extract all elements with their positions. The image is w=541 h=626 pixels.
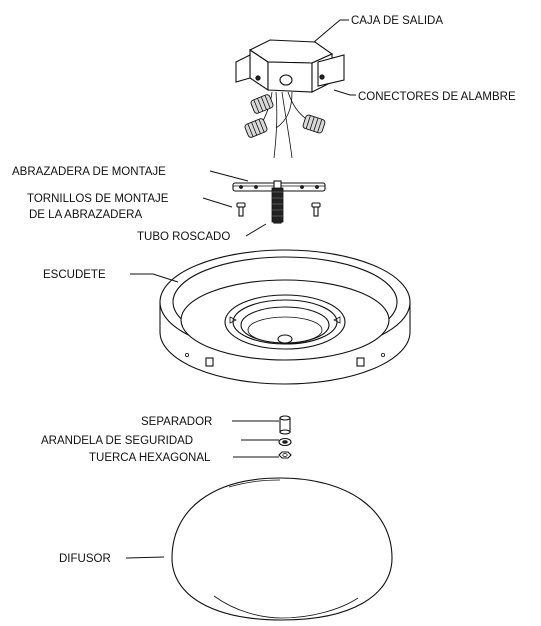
lock-washer xyxy=(278,437,292,447)
label-tornillos-line2: DE LA ABRAZADERA xyxy=(29,209,142,221)
label-abrazadera-de-montaje: ABRAZADERA DE MONTAJE xyxy=(12,166,166,178)
diffuser xyxy=(171,477,393,621)
label-arandela-de-seguridad: ARANDELA DE SEGURIDAD xyxy=(41,435,193,447)
label-escudete: ESCUDETE xyxy=(43,269,106,281)
label-caja-de-salida: CAJA DE SALIDA xyxy=(351,15,443,27)
label-separador: SEPARADOR xyxy=(141,416,212,428)
threaded-pipe xyxy=(271,180,284,224)
wire-connectors xyxy=(244,94,326,138)
labels: CAJA DE SALIDA CONECTORES DE ALAMBRE ABR… xyxy=(12,15,516,565)
label-tubo-roscado: TUBO ROSCADO xyxy=(137,231,230,243)
label-tornillos-line1: TORNILLOS DE MONTAJE xyxy=(27,193,169,205)
leader-lines xyxy=(125,19,356,559)
hex-nut xyxy=(278,451,292,459)
label-difusor: DIFUSOR xyxy=(59,553,111,565)
spacer xyxy=(279,415,291,435)
bracket-screws xyxy=(236,202,321,217)
outlet-box xyxy=(235,39,345,93)
label-conectores-de-alambre: CONECTORES DE ALAMBRE xyxy=(358,91,516,103)
socket-plate xyxy=(224,294,346,350)
wires xyxy=(257,91,311,159)
label-tuerca-hexagonal: TUERCA HEXAGONAL xyxy=(89,452,211,464)
